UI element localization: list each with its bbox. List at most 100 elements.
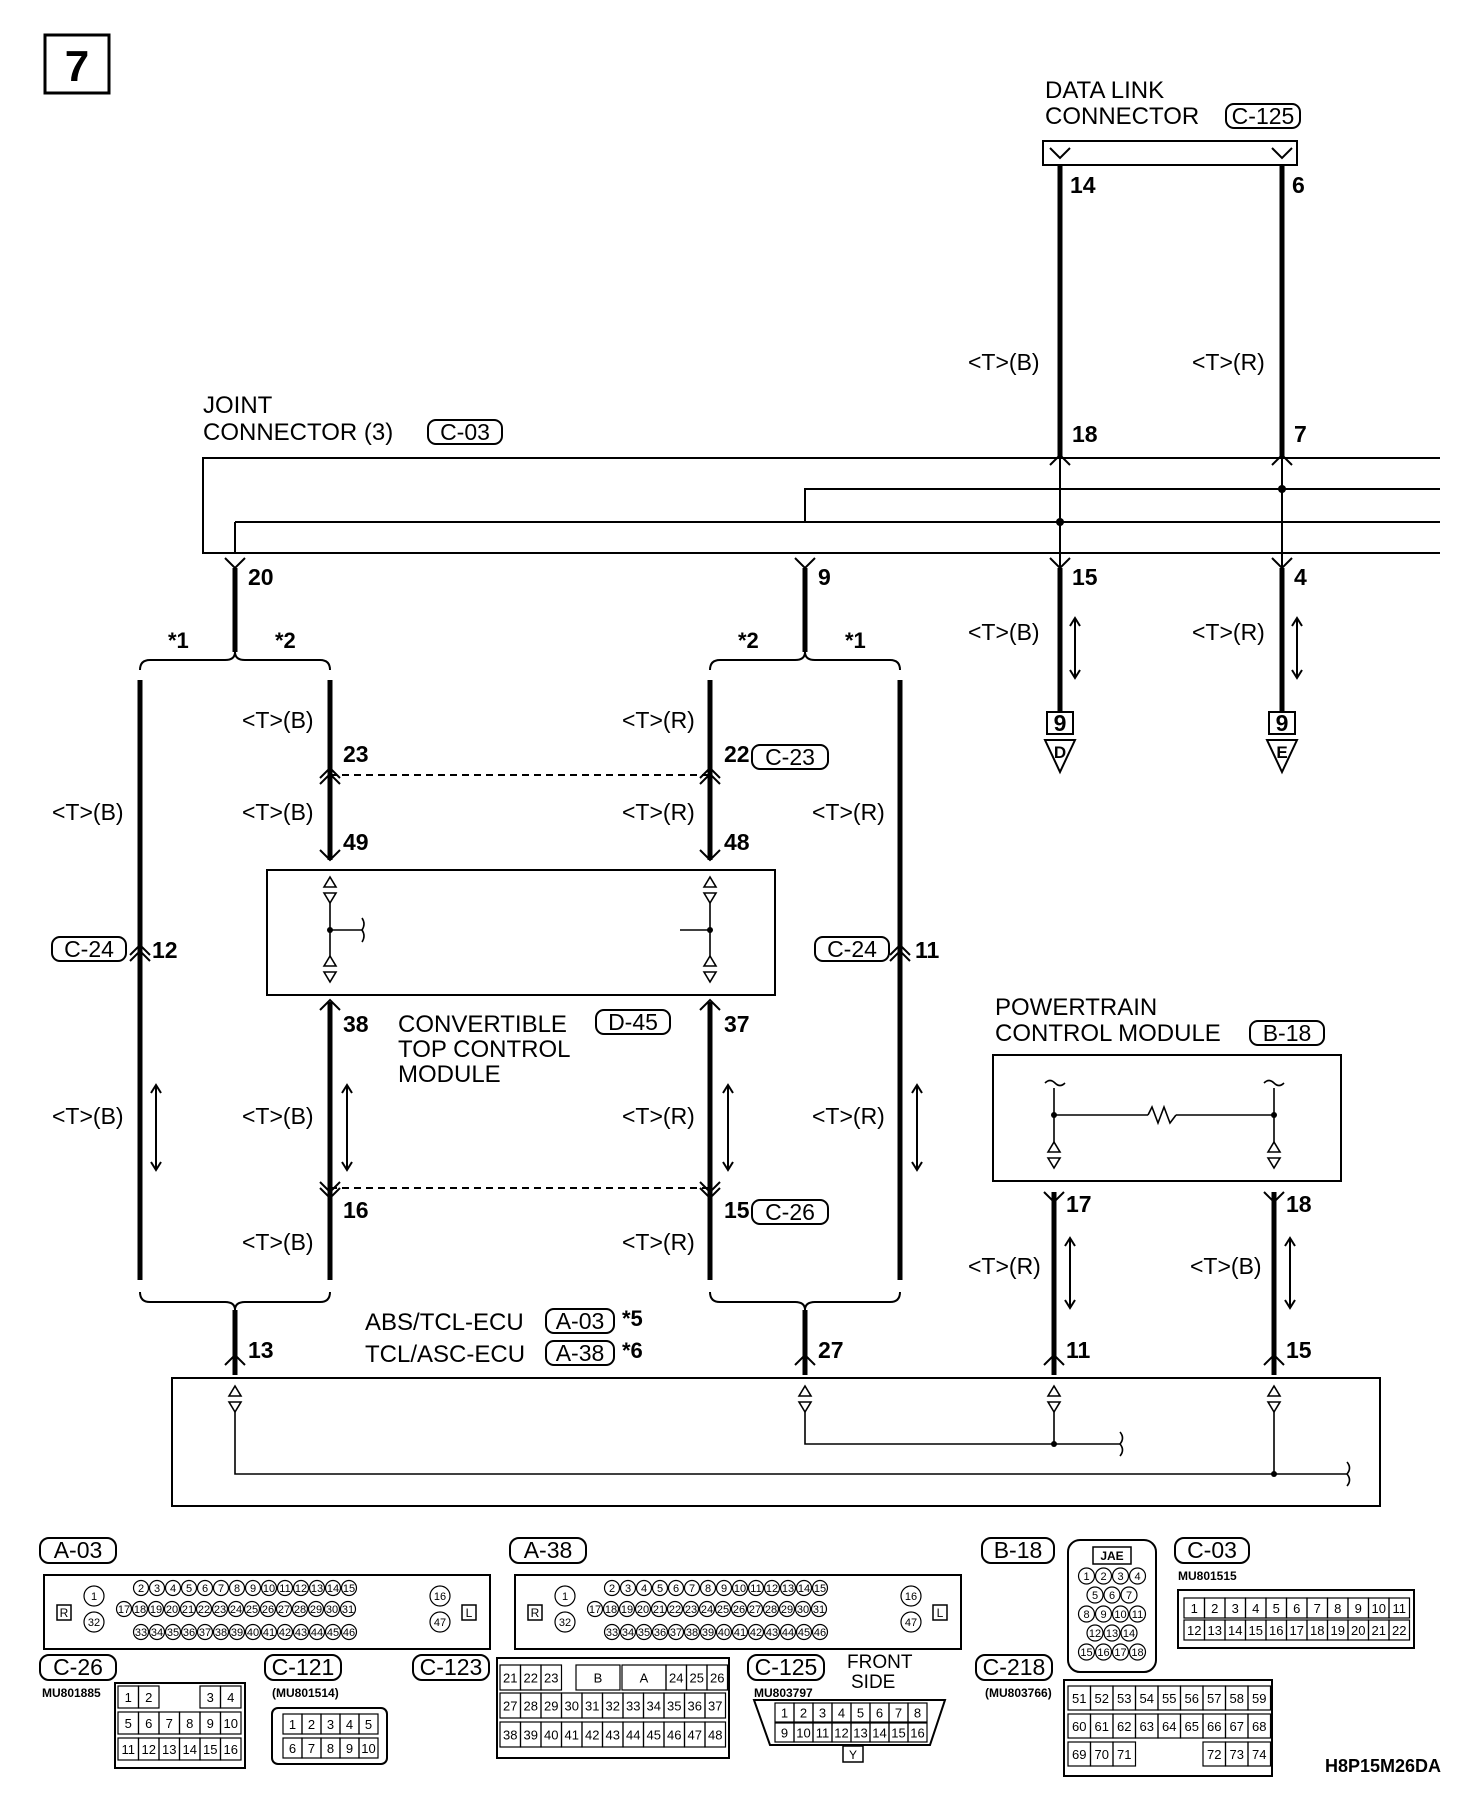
a03-pin: 37 [199,1627,211,1639]
a38-pin: 10 [734,1583,746,1595]
a38-pin: 17 [589,1604,601,1616]
a38-pin: 13 [782,1583,794,1595]
a03-pin-ring [164,1579,182,1597]
c125-pin: 13 [853,1726,867,1741]
c123-pin: 26 [710,1671,724,1686]
b18-pin-ring [1077,1567,1096,1585]
c218-pin: 61 [1095,1719,1109,1734]
a38-pin-ring [650,1600,668,1618]
a38-pin: 21 [653,1604,665,1616]
a03-pin-ring [340,1579,358,1597]
c121-pin: 5 [365,1717,372,1732]
c26-pin: 5 [125,1716,132,1731]
a38-pin: 43 [766,1627,778,1639]
a38-pin: 22 [669,1604,681,1616]
abs-name: ABS/TCL-ECU [365,1309,524,1336]
c125-pin: 11 [816,1726,830,1741]
a03-pin: 18 [134,1604,146,1616]
c123-pin: 29 [544,1699,558,1714]
a03-pin-ring [179,1600,197,1618]
a03-pin-ring [83,1611,105,1633]
signal-arrow-j4 [1291,616,1303,680]
a03-pin-ring [339,1600,357,1618]
b18-pin-ring [1094,1605,1113,1623]
b18-pin-ring [1120,1624,1138,1642]
a03-label: A-03 [54,1537,103,1563]
a38-pin-ring [667,1623,685,1641]
a38-pin-ring [794,1600,812,1618]
a03-pin-ring [195,1600,213,1618]
a03-marker-l-box [461,1604,477,1621]
option-mark-1-right: *1 [845,628,866,653]
b18-face [1067,1539,1157,1673]
a03-pin-ring [147,1600,165,1618]
a03-pin-ring [227,1600,245,1618]
c26-terminal-left [319,1181,341,1200]
a38-pin-ring [763,1579,781,1597]
c123-label: C-123 [420,1654,483,1680]
a38-pin-ring [651,1623,669,1641]
a03-pin-ring [196,1579,214,1597]
b18-pin: 2 [1100,1571,1106,1583]
a03-pin-ring [228,1623,246,1641]
c26-pin-cell [219,1737,242,1761]
a03-pin: 26 [262,1604,274,1616]
c125-part: MU803797 [754,1686,813,1700]
a03-pin: 35 [167,1627,179,1639]
c123-pin: 41 [565,1728,579,1743]
a03-pin: 38 [215,1627,227,1639]
abs-connector-id: A-03 [556,1308,605,1334]
c121-pin: 7 [308,1741,315,1756]
pin-37: 37 [724,1011,750,1037]
c123-pin: 37 [708,1699,722,1714]
c03-label: C-03 [1187,1537,1237,1563]
a03-pin: 29 [310,1604,322,1616]
wire-code-p17: <T>(R) [968,1253,1041,1279]
b18-pin: 10 [1114,1609,1126,1621]
a03-pin-ring [83,1585,105,1607]
a38-marker-l-box [932,1604,948,1621]
a38-pin: 42 [750,1627,762,1639]
b18-pin: 5 [1092,1590,1098,1602]
offpage-e-letter: E [1276,743,1287,762]
wire-code-p22: <T>(R) [622,707,695,733]
brace-right-bottom [709,1291,901,1311]
pin-38: 38 [343,1011,369,1037]
abs-terminal-27 [794,1353,816,1366]
b18-pin-ring [1111,1605,1130,1623]
a38-pin-ring [747,1623,765,1641]
c218-pin: 52 [1095,1691,1109,1706]
b18-pin-ring [1128,1643,1147,1661]
c123-pin: 45 [647,1728,661,1743]
a38-pin: 38 [686,1627,698,1639]
wire-code-p16: <T>(B) [242,1229,314,1255]
c125-front-1: FRONT [847,1652,913,1673]
c03-pin: 1 [1191,1601,1198,1616]
c218-pin: 72 [1207,1747,1221,1762]
b18-pin: 7 [1126,1590,1132,1602]
j-pin-20: 20 [248,564,274,590]
a38-label: A-38 [524,1537,573,1563]
a38-pin-ring [683,1623,701,1641]
c123-label-box [412,1654,490,1681]
c123-pin: 33 [626,1699,640,1714]
pin-48: 48 [724,829,750,855]
c03-pin: 20 [1351,1623,1365,1638]
abs-ecu-internal [227,1384,1351,1487]
abs-note: *5 [622,1306,643,1331]
option-mark-1-left: *1 [168,628,189,653]
cabin-module-box [266,869,776,996]
a38-pin: 5 [657,1583,663,1595]
c125-pin: 6 [876,1706,883,1721]
c125-pin: 5 [857,1706,864,1721]
b18-pin: 4 [1134,1571,1140,1583]
c121-label: C-121 [272,1654,335,1680]
c123-pin: 25 [690,1671,704,1686]
c125-pin: 16 [910,1726,924,1741]
a38-pin-ring [603,1623,621,1641]
a38-pin-ring [795,1623,813,1641]
a03-pin: 40 [247,1627,259,1639]
a03-pin: 3 [154,1583,160,1595]
pin-17: 17 [1066,1191,1092,1217]
cabin-connector-id-box [595,1009,671,1035]
